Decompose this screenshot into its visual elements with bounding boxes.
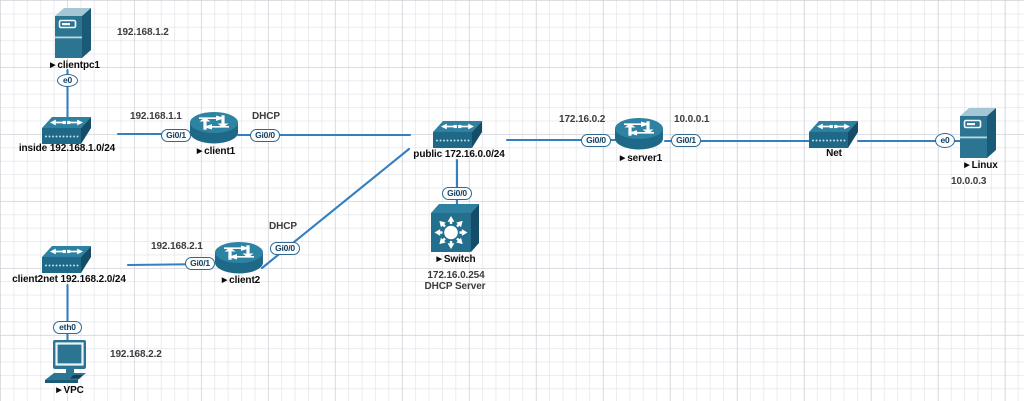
label-inside: inside 192.168.1.0/24 [18, 143, 116, 154]
note-clientpc1-ip: 192.168.1.2 [117, 27, 169, 38]
note-client1-dhcp: DHCP [252, 111, 280, 122]
note-switch-ip: 172.16.0.254 [427, 270, 485, 281]
iface-clientpc1-e0: e0 [57, 74, 78, 87]
label-public: public 172.16.0.0/24 [413, 149, 505, 160]
iface-server1-gi0-1: Gi0/1 [671, 134, 701, 147]
router-icon-client1[interactable] [190, 112, 238, 144]
note-server1-lan-ip: 10.0.0.1 [674, 114, 710, 125]
note-client1-lan-ip: 192.168.1.1 [130, 111, 182, 122]
label-server1: ▶server1 [619, 153, 663, 164]
running-marker: ▶ [196, 148, 203, 155]
running-marker: ▶ [436, 256, 442, 263]
running-marker: ▶ [221, 277, 228, 284]
label-client2: ▶client2 [221, 275, 261, 286]
note-client2-dhcp: DHCP [269, 221, 297, 232]
note-switch-role: DHCP Server [424, 281, 486, 292]
iface-client2-gi0-0: Gi0/0 [270, 242, 300, 255]
label-clientpc1: ▶clientpc1 [50, 60, 100, 71]
running-marker: ▶ [56, 387, 62, 394]
server-tower-icon-clientpc1[interactable] [55, 8, 91, 58]
label-client2net: client2net 192.168.2.0/24 [12, 274, 126, 285]
iface-switch-gi0-0: Gi0/0 [442, 187, 472, 200]
running-marker: ▶ [619, 155, 626, 162]
iface-client1-gi0-1: Gi0/1 [161, 129, 191, 142]
note-linux-ip: 10.0.0.3 [951, 176, 987, 187]
iface-client2-gi0-1: Gi0/1 [185, 257, 215, 270]
note-vpc-ip: 192.168.2.2 [110, 349, 162, 360]
label-client1: ▶client1 [196, 146, 236, 157]
server-tower-icon-linux[interactable] [960, 108, 996, 158]
iface-server1-gi0-0: Gi0/0 [581, 134, 611, 147]
note-client2-lan-ip: 192.168.2.1 [151, 241, 203, 252]
running-marker: ▶ [50, 62, 56, 69]
ethernet-switch-icon-inside[interactable] [42, 117, 91, 144]
ethernet-switch-icon-client2net[interactable] [42, 246, 91, 273]
note-server1-wan-ip: 172.16.0.2 [559, 114, 606, 125]
label-vpc: ▶VPC [56, 385, 84, 396]
vpc-computer-icon[interactable] [45, 340, 91, 386]
ethernet-switch-icon-net[interactable] [809, 121, 858, 148]
label-linux: ▶Linux [964, 160, 998, 171]
label-switch: ▶Switch [436, 254, 476, 265]
label-net: Net [826, 148, 842, 159]
router-icon-client2[interactable] [215, 242, 263, 274]
running-marker: ▶ [964, 162, 970, 169]
router-icon-server1[interactable] [615, 118, 663, 150]
iface-vpc-eth0: eth0 [53, 321, 82, 334]
iface-linux-e0: e0 [935, 133, 955, 148]
multilayer-switch-icon-switch[interactable] [431, 204, 479, 252]
iface-client1-gi0-0: Gi0/0 [250, 129, 280, 142]
ethernet-switch-icon-public[interactable] [433, 121, 482, 148]
